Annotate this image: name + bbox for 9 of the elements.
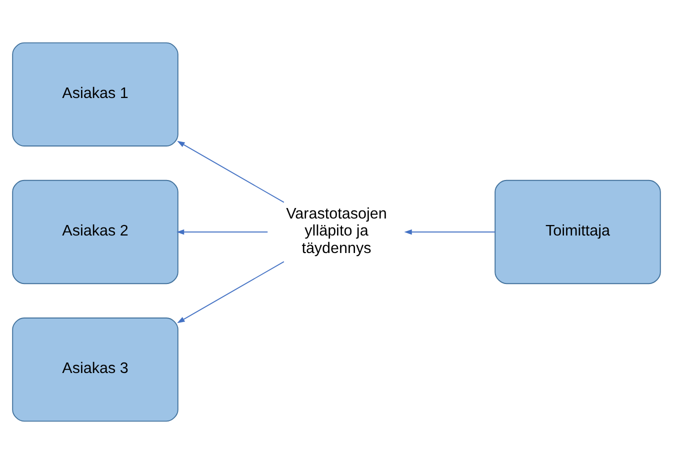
node-box: Toimittaja (494, 179, 661, 284)
node-box: Asiakas 1 (12, 42, 178, 146)
arrow (176, 228, 268, 234)
arrow (177, 260, 284, 323)
arrow (404, 228, 496, 234)
node-text: Varastotasojen ylläpito ja täydennys (286, 204, 387, 256)
node-box: Asiakas 2 (12, 179, 178, 284)
node-box: Asiakas 3 (12, 317, 178, 422)
arrow (177, 140, 284, 202)
